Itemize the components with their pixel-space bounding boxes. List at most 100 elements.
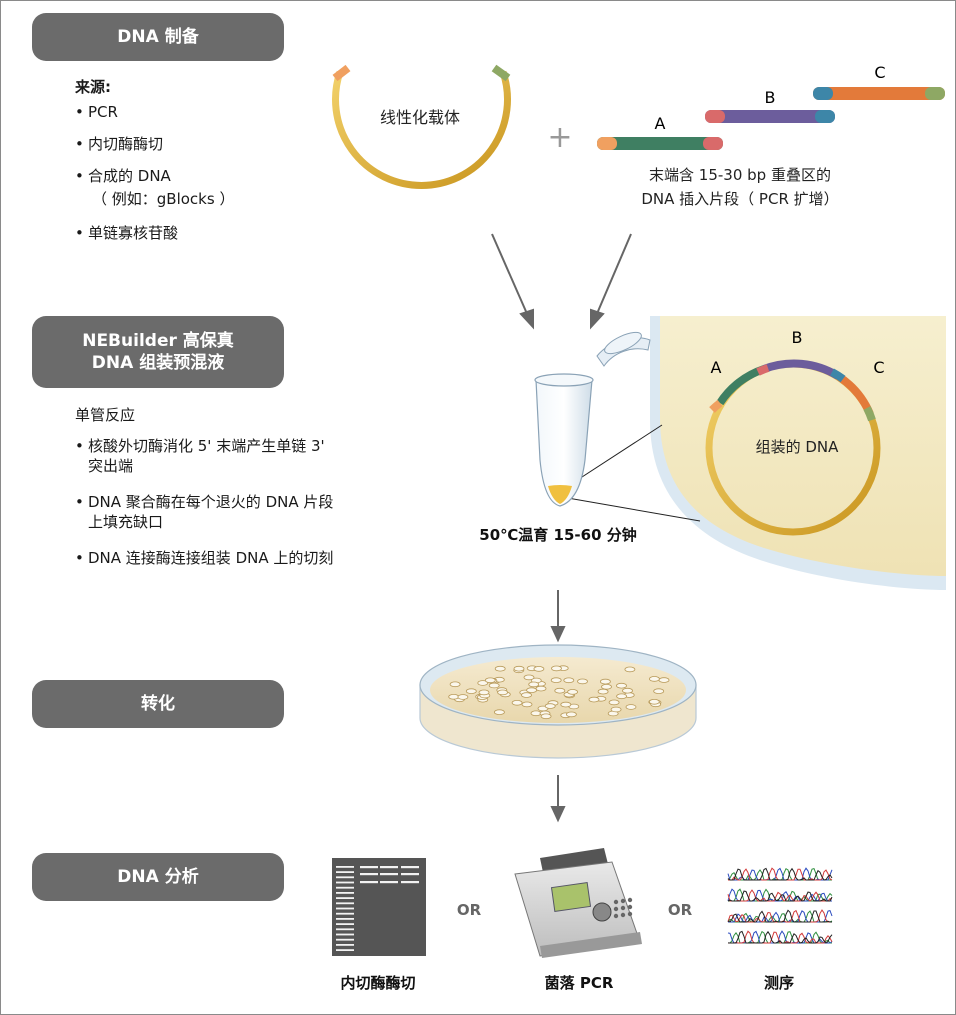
trace-signal bbox=[727, 890, 833, 902]
ladder-band bbox=[336, 944, 354, 946]
pcr-machine bbox=[514, 848, 642, 958]
step-analysis: DNA 分析 bbox=[32, 853, 284, 901]
linear-vector-ring bbox=[332, 70, 511, 189]
sample-band bbox=[360, 881, 378, 884]
colony bbox=[588, 696, 600, 703]
colony bbox=[622, 687, 633, 694]
colony bbox=[601, 683, 612, 690]
reaction-step-polymerase-l2: 上填充缺口 bbox=[88, 513, 164, 531]
colony bbox=[448, 693, 460, 700]
pcr-key bbox=[627, 911, 633, 917]
colony bbox=[477, 680, 489, 686]
colony bbox=[535, 685, 547, 692]
step-transform-label: 转化 bbox=[141, 694, 175, 714]
or-separator-2: OR bbox=[668, 901, 693, 919]
sample-band bbox=[401, 866, 419, 869]
method-label-digest: 内切酶酶切 bbox=[340, 974, 415, 992]
colony bbox=[608, 699, 620, 706]
plasmid-label-a: A bbox=[711, 358, 722, 377]
ladder-band bbox=[336, 881, 354, 884]
reaction-step-exonuclease: 核酸外切酶消化 5' 末端产生单链 3' 突出端 bbox=[75, 436, 325, 476]
colony bbox=[523, 674, 535, 681]
trace-signal bbox=[727, 909, 832, 923]
step-master-mix-line2: DNA 组装预混液 bbox=[91, 353, 225, 373]
fragment-a: A bbox=[597, 114, 723, 150]
colony bbox=[616, 693, 627, 700]
down-arrow-2 bbox=[550, 775, 566, 823]
source-item-pcr: PCR bbox=[75, 102, 118, 122]
sources-heading: 来源: bbox=[75, 78, 111, 96]
reaction-step-ligase: DNA 连接酶连接组装 DNA 上的切刻 bbox=[75, 548, 333, 568]
source-item-digest: 内切酶酶切 bbox=[75, 134, 163, 154]
pcr-key bbox=[620, 905, 626, 911]
ladder-band bbox=[336, 923, 354, 925]
colony bbox=[554, 687, 566, 694]
ladder-band bbox=[336, 886, 354, 889]
zoom-backdrop-inner bbox=[660, 316, 946, 576]
ladder-band bbox=[336, 938, 354, 941]
colony bbox=[624, 666, 636, 673]
sample-band bbox=[401, 881, 419, 884]
pcr-key bbox=[613, 913, 619, 919]
step-master-mix: NEBuilder 高保真 DNA 组装预混液 bbox=[32, 316, 284, 388]
step-dna-prep-label: DNA 制备 bbox=[117, 27, 199, 47]
colony bbox=[533, 666, 545, 672]
reaction-heading: 单管反应 bbox=[75, 406, 136, 424]
trace-signal bbox=[727, 930, 833, 944]
insert-caption-line1: 末端含 15-30 bp 重叠区的 bbox=[649, 166, 831, 184]
source-example: （ 例如：gBlocks ） bbox=[92, 190, 235, 208]
fragment-c: C bbox=[813, 63, 945, 100]
step-dna-prep: DNA 制备 bbox=[32, 13, 284, 61]
colony bbox=[484, 677, 496, 684]
ladder-band bbox=[336, 907, 354, 910]
ladder-band bbox=[336, 902, 354, 905]
trace-signal bbox=[728, 930, 833, 944]
colony bbox=[616, 682, 627, 689]
colony bbox=[563, 677, 575, 684]
colony bbox=[560, 701, 572, 708]
colony bbox=[653, 688, 665, 694]
colony bbox=[597, 688, 609, 695]
reaction-step-polymerase: DNA 聚合酶在每个退火的 DNA 片段 上填充缺口 bbox=[75, 492, 333, 532]
reaction-step-polymerase-l1: DNA 聚合酶在每个退火的 DNA 片段 bbox=[88, 493, 334, 511]
colony bbox=[544, 703, 556, 709]
trace-signal bbox=[727, 867, 833, 881]
colony bbox=[528, 681, 540, 688]
fragment-b-label: B bbox=[765, 88, 776, 107]
method-label-colony-pcr: 菌落 PCR bbox=[545, 974, 614, 992]
incubation-label: 50℃温育 15-60 分钟 bbox=[479, 526, 636, 544]
colony bbox=[465, 688, 477, 694]
colony bbox=[511, 699, 523, 706]
source-item-synthetic: 合成的 DNA bbox=[75, 166, 171, 186]
ladder-band bbox=[336, 933, 354, 936]
sample-band bbox=[360, 873, 378, 876]
ladder-band bbox=[336, 876, 354, 879]
colony bbox=[551, 665, 562, 672]
colony bbox=[658, 677, 670, 683]
vector-label: 线性化载体 bbox=[380, 108, 460, 127]
colony bbox=[494, 665, 506, 672]
pcr-key bbox=[613, 899, 619, 905]
converging-arrows bbox=[491, 233, 632, 330]
assembled-dna-label: 组装的 DNA bbox=[756, 438, 840, 456]
pcr-key bbox=[627, 904, 633, 910]
trace-signal bbox=[727, 889, 833, 902]
colony bbox=[530, 710, 542, 717]
sample-band bbox=[380, 881, 398, 884]
plasmid-arcs bbox=[709, 359, 876, 422]
colony bbox=[610, 706, 622, 713]
vector-end-left bbox=[332, 64, 351, 82]
ladder-band bbox=[336, 928, 354, 931]
colony bbox=[526, 687, 537, 693]
source-item-oligo: 单链寡核苷酸 bbox=[75, 223, 178, 243]
down-arrow-1 bbox=[550, 590, 566, 643]
gel-image bbox=[332, 858, 426, 956]
colony bbox=[521, 701, 533, 708]
microcentrifuge-tube bbox=[534, 331, 651, 507]
colony bbox=[625, 704, 637, 710]
colony bbox=[449, 681, 461, 688]
reaction-step-exonuclease-l2: 突出端 bbox=[88, 457, 134, 475]
vector-end-right bbox=[491, 64, 511, 82]
ladder-band bbox=[336, 918, 354, 920]
